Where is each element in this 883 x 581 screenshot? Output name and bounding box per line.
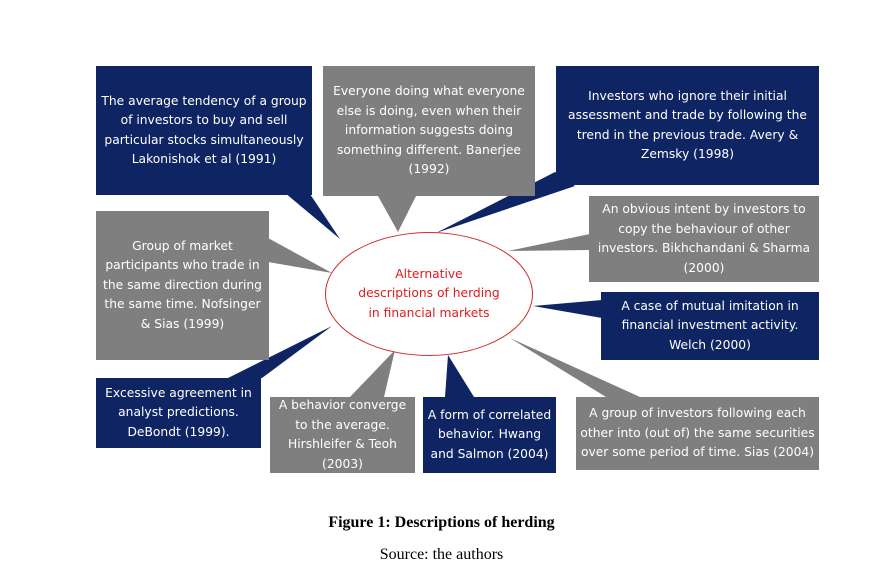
connector-sias [510, 338, 640, 397]
connector-bikhchandani-sharma [508, 234, 590, 251]
connector-avery-zemsky [436, 172, 575, 233]
connector-nofsinger-sias [268, 238, 332, 273]
connector-welch [533, 300, 602, 318]
figure-title: Figure 1: Descriptions of herding [328, 514, 555, 531]
box-lakonishok: The average tendency of a group of inves… [96, 66, 312, 195]
box-nofsinger-sias: Group of market participants who trade i… [96, 211, 269, 360]
connector-hirshleifer-teoh [350, 350, 395, 397]
center-ellipse: Alternative descriptions of herding in f… [325, 232, 533, 356]
box-hwang-salmon: A form of correlated behavior. Hwang and… [423, 397, 556, 473]
box-avery-zemsky: Investors who ignore their initial asses… [556, 66, 819, 185]
connector-banerjee [378, 196, 416, 232]
box-welch: A case of mutual imitation in financial … [601, 292, 819, 360]
box-debondt: Excessive agreement in analyst predictio… [96, 378, 261, 448]
box-bikhchandani-sharma: An obvious intent by investors to copy t… [589, 196, 819, 282]
box-sias: A group of investors following each othe… [576, 397, 819, 470]
connector-hwang-salmon [445, 355, 474, 397]
connector-lakonishok [272, 182, 340, 239]
box-banerjee: Everyone doing what everyone else is doi… [323, 66, 535, 196]
connector-debondt [228, 326, 332, 378]
center-label: Alternative descriptions of herding in f… [358, 266, 500, 320]
figure-source: Source: the authors [379, 546, 504, 563]
box-hirshleifer-teoh: A behavior converge to the average. Hirs… [270, 397, 415, 473]
